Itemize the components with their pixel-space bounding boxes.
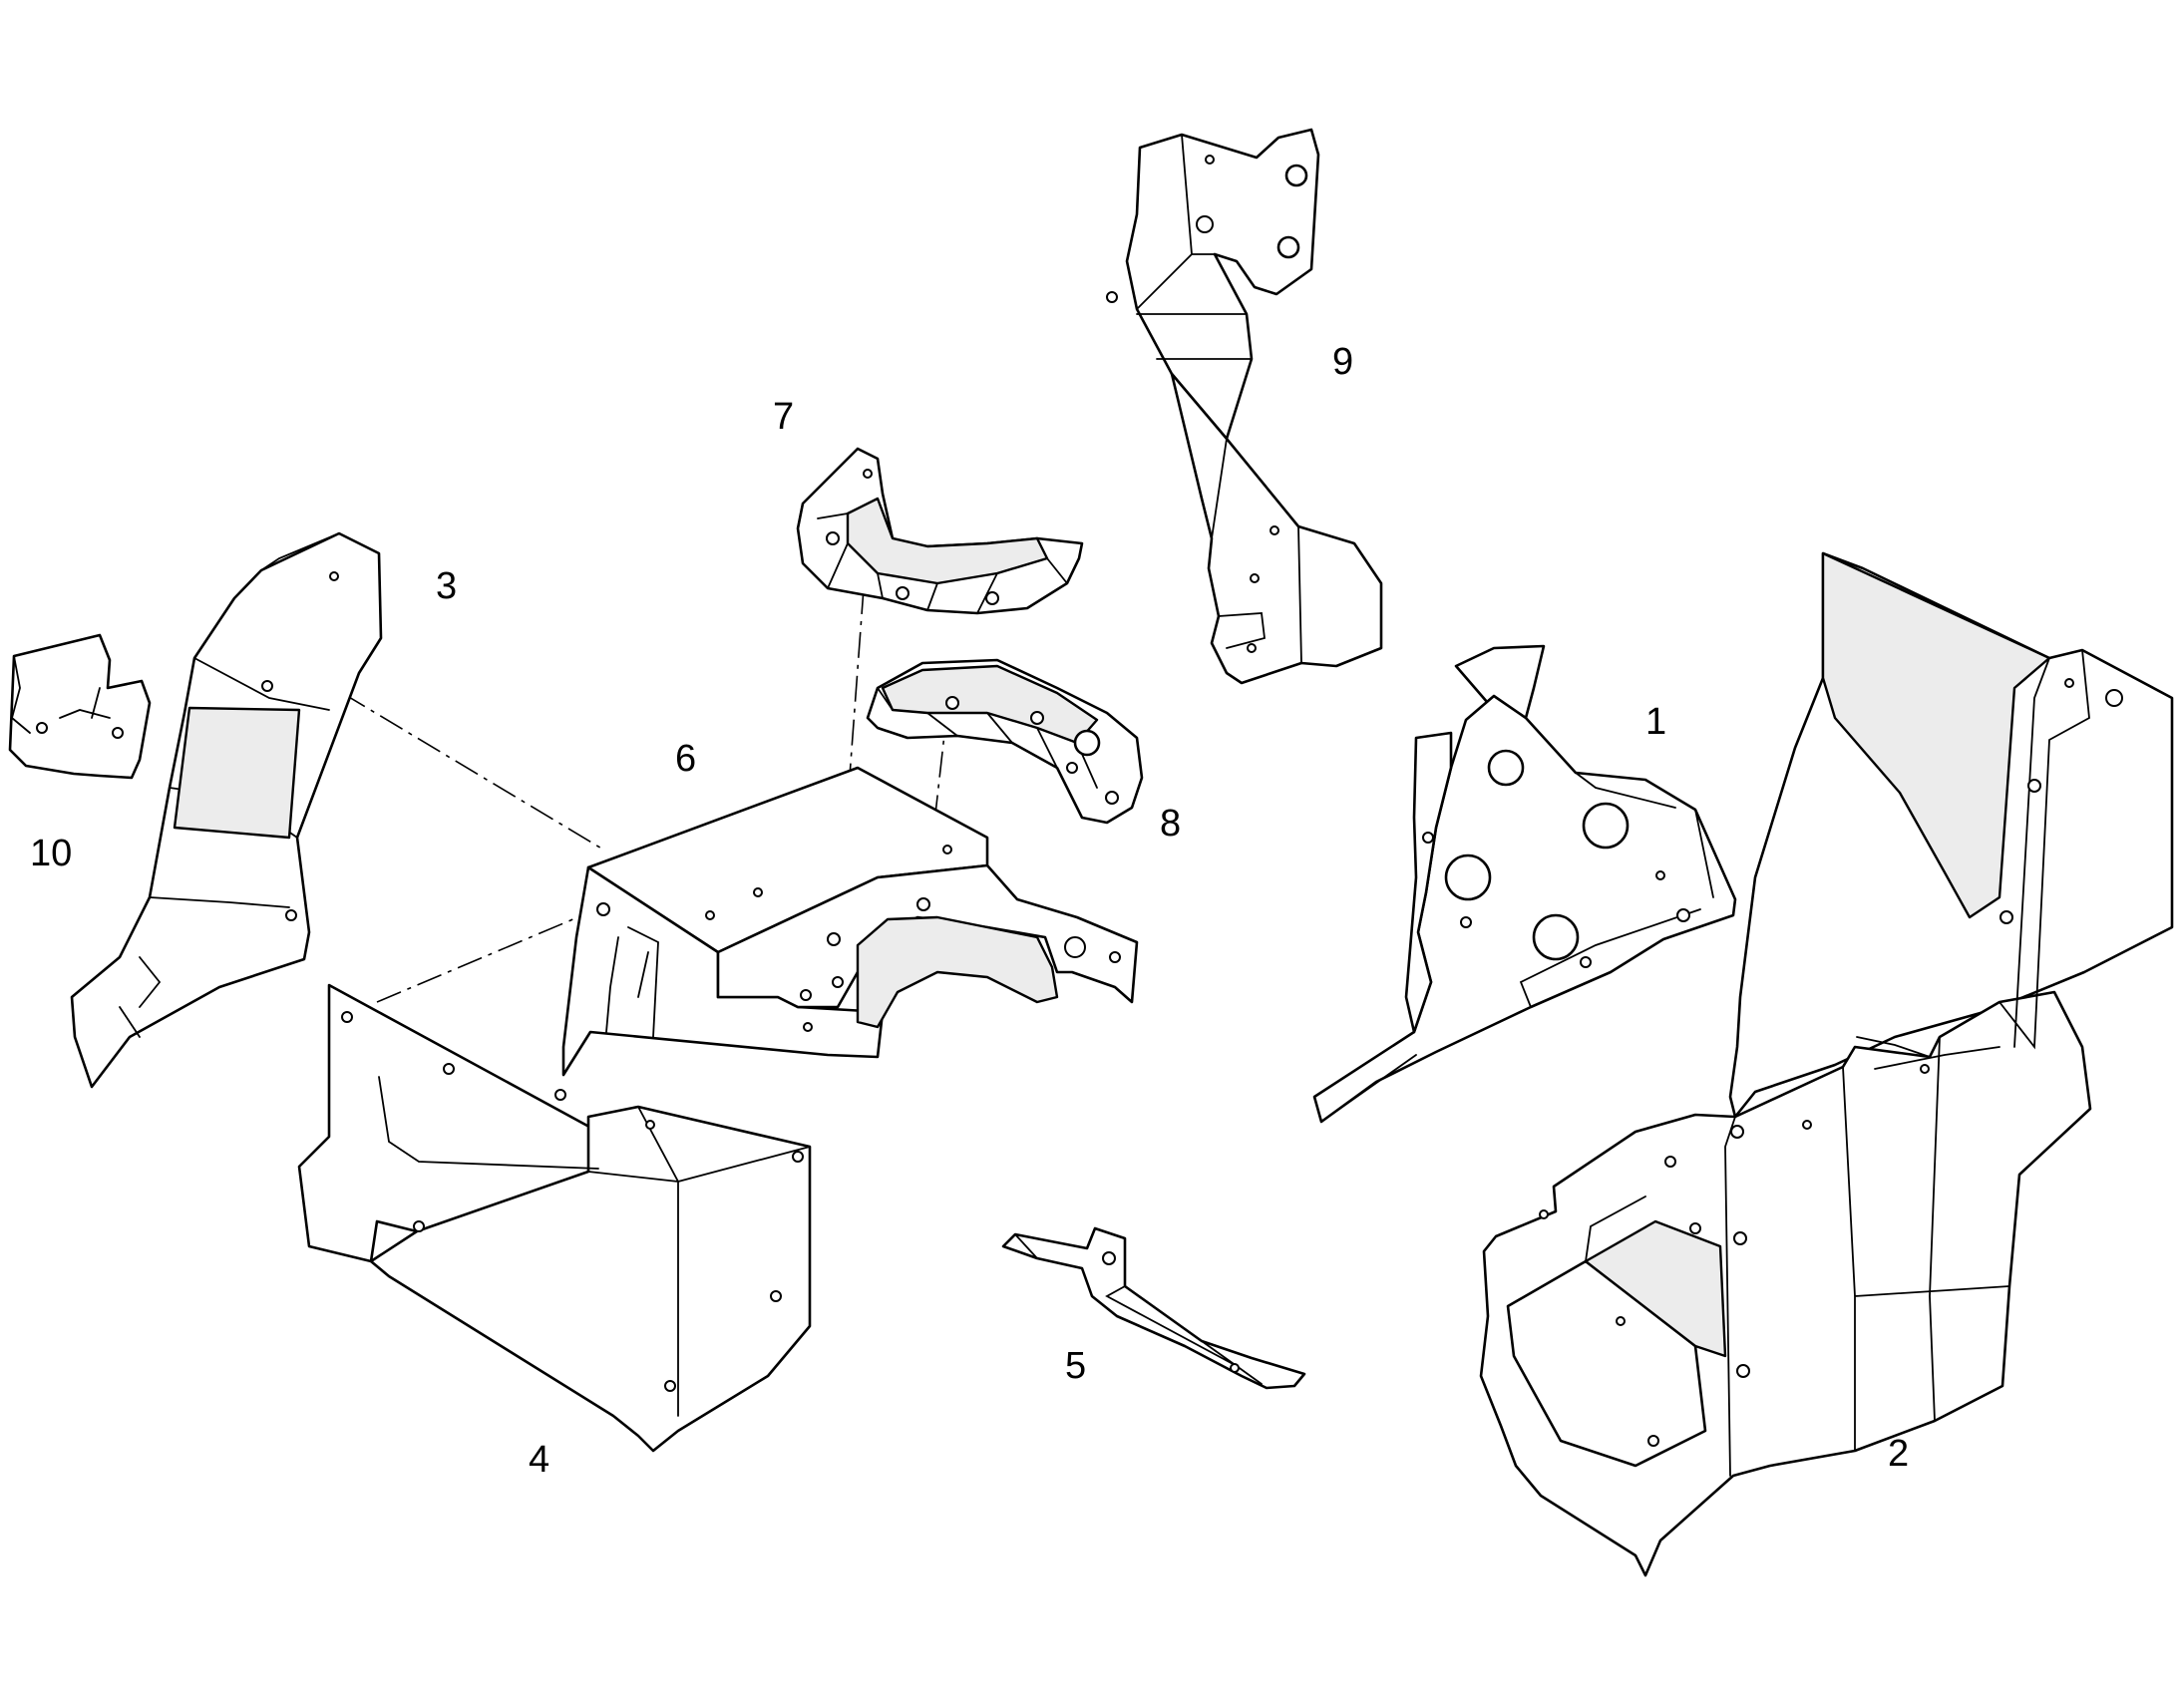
part-7 [796, 447, 1084, 615]
callout-8: 8 [1160, 803, 1181, 845]
part-10 [8, 633, 152, 780]
callout-4: 4 [529, 1439, 549, 1481]
part-6 [561, 766, 1139, 1077]
callout-labels: 1 2 3 4 5 6 7 8 9 10 [30, 341, 1909, 1481]
part-1-left-flange [1404, 731, 1453, 1034]
callout-9: 9 [1332, 341, 1353, 383]
callout-1: 1 [1645, 701, 1666, 743]
part-7-inner-face [846, 497, 1049, 585]
part-10-body [8, 633, 152, 780]
callout-7: 7 [773, 396, 794, 438]
part-5 [1001, 1226, 1306, 1390]
part-4 [297, 983, 812, 1453]
callout-2: 2 [1888, 1433, 1909, 1475]
part-3-inner-face [173, 706, 301, 840]
part-1-hole-3 [1444, 854, 1492, 901]
callout-6: 6 [675, 738, 696, 780]
part-7-body [796, 447, 1084, 615]
part-1 [1312, 644, 1737, 1124]
leader-7-to-6-a [837, 587, 865, 938]
part-2-upper-shadow [1821, 551, 2051, 919]
part-2 [1479, 551, 2174, 1577]
part-1-plate [1312, 694, 1737, 1124]
leader-8-to-6-b [924, 707, 948, 903]
callout-5: 5 [1065, 1345, 1086, 1387]
part-5-body [1001, 1226, 1306, 1390]
part-4-box [369, 1105, 812, 1453]
part-2-opening-depth [1584, 1219, 1727, 1358]
part-1-hole-2 [1582, 802, 1630, 850]
part-8 [866, 658, 1144, 825]
leader-4-to-6 [376, 906, 602, 1003]
part-10-hole [112, 727, 124, 739]
part-6-front-arm [716, 863, 1139, 1009]
part-9 [1106, 128, 1383, 685]
part-1-hole-4 [1532, 913, 1580, 961]
callout-3: 3 [436, 565, 457, 607]
part-6-cutout [856, 915, 1059, 1029]
callout-10: 10 [30, 833, 72, 874]
part-3 [70, 531, 383, 1089]
part-1-hole-1 [1487, 749, 1525, 787]
